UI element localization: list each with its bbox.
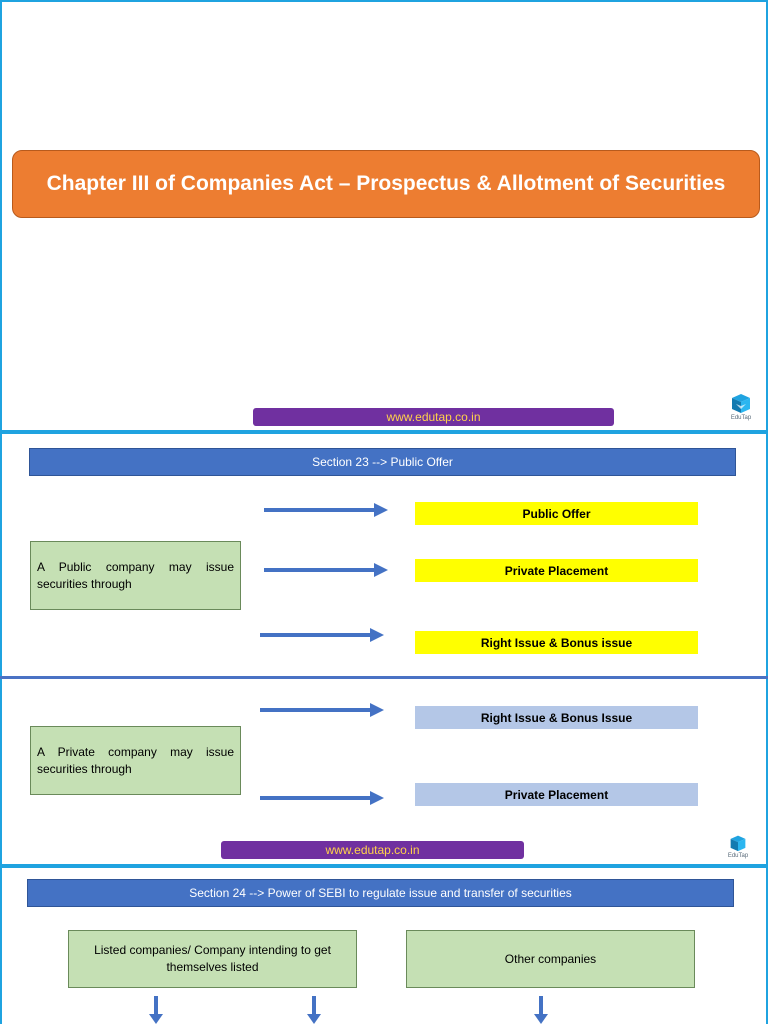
section-23-header: Section 23 --> Public Offer — [29, 448, 736, 476]
down-arrow-icon — [307, 996, 321, 1024]
logo-label: EduTap — [730, 415, 752, 421]
down-arrow-icon — [534, 996, 548, 1024]
private-company-box: A Private company may issue securities t… — [30, 726, 241, 795]
edutap-logo-icon — [730, 835, 746, 852]
right-arrow-icon — [264, 563, 388, 577]
option-private-placement-private: Private Placement — [415, 783, 698, 806]
right-arrow-icon — [260, 791, 384, 805]
option-public-offer: Public Offer — [415, 502, 698, 525]
right-arrow-icon — [260, 628, 384, 642]
edutap-logo: EduTap — [727, 392, 755, 424]
logo-label: EduTap — [727, 853, 749, 859]
edutap-logo: EduTap — [724, 834, 752, 864]
option-private-placement: Private Placement — [415, 559, 698, 582]
section-24-header: Section 24 --> Power of SEBI to regulate… — [27, 879, 734, 907]
right-arrow-icon — [264, 503, 388, 517]
right-arrow-icon — [260, 703, 384, 717]
edutap-logo-icon — [732, 394, 750, 413]
other-companies-box: Other companies — [406, 930, 695, 988]
public-company-box: A Public company may issue securities th… — [30, 541, 241, 610]
slide-divider — [0, 676, 768, 679]
website-link[interactable]: www.edutap.co.in — [221, 841, 524, 859]
chapter-title: Chapter III of Companies Act – Prospectu… — [12, 150, 760, 218]
website-link[interactable]: www.edutap.co.in — [253, 408, 614, 426]
slide-title: Chapter III of Companies Act – Prospectu… — [0, 0, 768, 432]
down-arrow-icon — [149, 996, 163, 1024]
option-right-bonus-issue-private: Right Issue & Bonus Issue — [415, 706, 698, 729]
listed-companies-box: Listed companies/ Company intending to g… — [68, 930, 357, 988]
slide-section-23: Section 23 --> Public Offer A Public com… — [0, 432, 768, 866]
option-right-bonus-issue: Right Issue & Bonus issue — [415, 631, 698, 654]
